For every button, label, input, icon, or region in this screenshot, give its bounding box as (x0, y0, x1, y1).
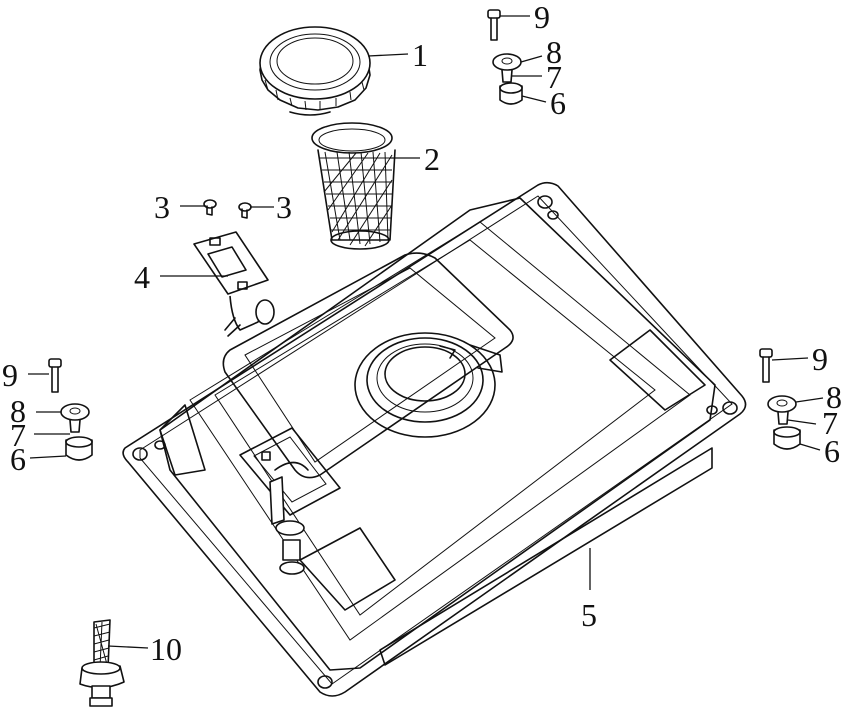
fuel-gauge-drawing (193, 231, 275, 337)
strainer-mesh-pattern (320, 151, 393, 247)
callout-mount-top-bolt: 9 (534, 0, 550, 35)
mount-set-right-drawing (759, 348, 801, 450)
fuel-cap-drawing (259, 26, 371, 116)
callout-mount-left-collar: 7 (10, 417, 26, 453)
callout-mount-top-washer: 8 (546, 34, 562, 70)
callout-mount-right-grommet: 6 (824, 433, 840, 469)
callout-screw-left: 3 (154, 189, 170, 225)
leader-lines (28, 15, 824, 649)
callout-mount-right-washer: 8 (826, 379, 842, 415)
callout-mount-right-bolt: 9 (812, 341, 828, 377)
mount-set-top-drawing (487, 9, 523, 105)
callout-fuel-strainer: 2 (424, 141, 440, 177)
callout-mount-right-collar: 7 (822, 405, 838, 441)
callout-mount-left-washer: 8 (10, 393, 26, 429)
callout-labels: 1 2 3 3 4 5 6 7 8 9 9 8 7 6 9 8 7 6 10 (2, 0, 842, 667)
fuel-filter-drawing (79, 619, 125, 707)
screw-right-drawing (238, 202, 252, 219)
mount-set-left-drawing (48, 358, 93, 461)
callout-screw-right: 3 (276, 189, 292, 225)
callout-mount-left-grommet: 6 (10, 441, 26, 477)
callout-fuel-cap: 1 (412, 37, 428, 73)
callout-fuel-filter: 10 (150, 631, 182, 667)
callout-mount-top-collar: 7 (546, 59, 562, 95)
screw-left-drawing (203, 199, 217, 216)
callout-fuel-gauge: 4 (134, 259, 150, 295)
callout-mount-left-bolt: 9 (2, 357, 18, 393)
fuel-tank-drawing (122, 181, 747, 697)
fuel-strainer-drawing (311, 122, 396, 250)
callout-fuel-tank: 5 (581, 597, 597, 633)
callout-mount-top-grommet: 6 (550, 85, 566, 121)
